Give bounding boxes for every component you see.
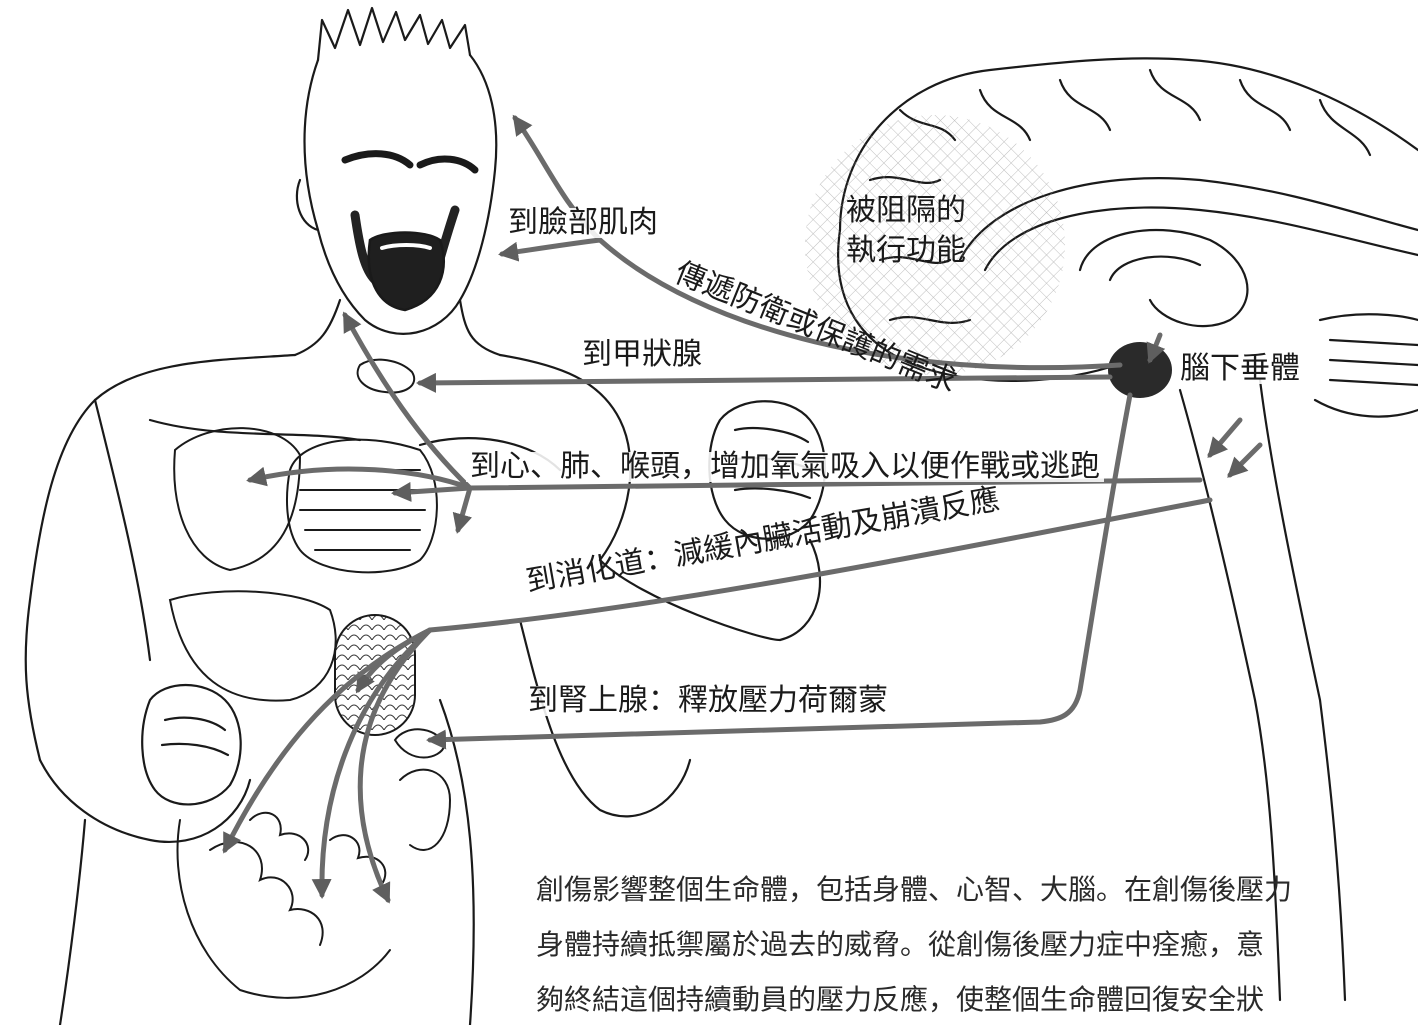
label-adrenal: 到腎上腺：釋放壓力荷爾蒙 xyxy=(524,686,892,716)
caption: 創傷影響整個生命體，包括身體、心智、大腦。在創傷後壓力 身體持續抵禦屬於過去的威… xyxy=(536,862,1418,1027)
label-face-muscles: 到臉部肌肉 xyxy=(504,208,662,238)
label-blocked-executive-2: 執行功能 xyxy=(846,236,966,266)
label-heart-lungs: 到心、肺、喉頭，增加氧氣吸入以便作戰或逃跑 xyxy=(466,452,1104,482)
caption-line-1: 創傷影響整個生命體，包括身體、心智、大腦。在創傷後壓力 xyxy=(536,862,1418,917)
face xyxy=(345,154,475,310)
organs xyxy=(170,360,450,998)
label-pituitary: 腦下垂體 xyxy=(1176,354,1304,384)
caption-line-2: 身體持續抵禦屬於過去的威脅。從創傷後壓力症中痊癒，意 xyxy=(536,917,1418,972)
pituitary-gland xyxy=(1108,342,1172,398)
label-thyroid: 到甲狀腺 xyxy=(578,340,706,370)
label-blocked-executive-1: 被阻隔的 xyxy=(846,196,966,226)
caption-line-3: 夠終結這個持續動員的壓力反應，使整個生命體回復安全狀 xyxy=(536,972,1418,1027)
